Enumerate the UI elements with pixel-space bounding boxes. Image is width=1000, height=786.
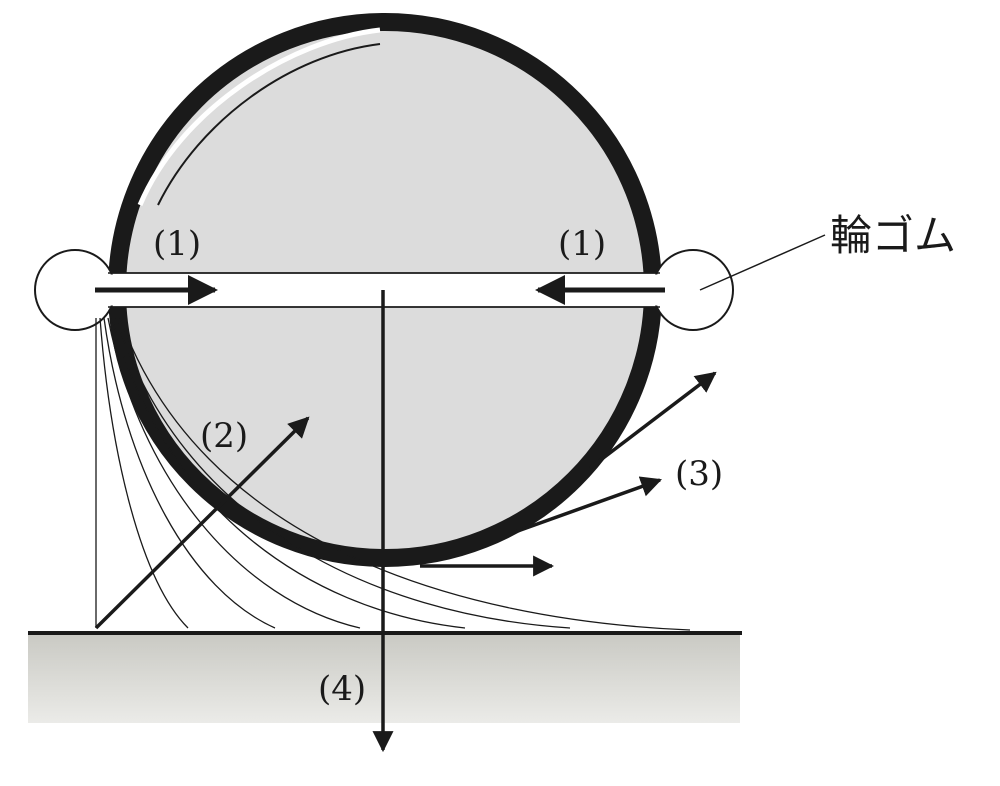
- fan-curves: [95, 317, 691, 631]
- label-force-4: (4): [318, 669, 366, 709]
- rim-thin-line: [157, 43, 381, 206]
- force-3-arrow-a: [588, 371, 717, 470]
- label-force-1-right: (1): [558, 224, 606, 264]
- label-force-3: (3): [675, 454, 723, 494]
- rim-highlight: [137, 27, 381, 206]
- label-rubber-band: 輪ゴム: [830, 211, 956, 260]
- force-3-arrow-b: [514, 476, 662, 534]
- rubber-band-leader: [699, 234, 826, 291]
- label-force-2: (2): [200, 416, 248, 456]
- force-2-arrow: [94, 416, 310, 630]
- label-force-1-left: (1): [153, 224, 201, 264]
